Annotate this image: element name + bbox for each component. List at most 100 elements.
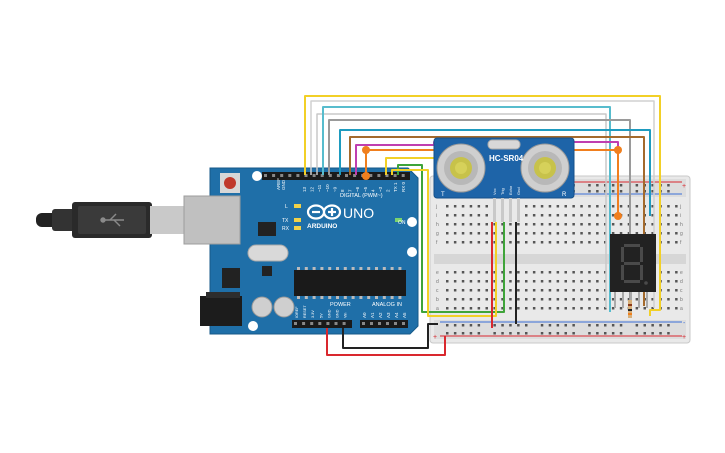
digital-pin-label: ~6	[355, 186, 360, 192]
tx-led-label: TX	[282, 218, 289, 224]
arduino-logo-icon	[306, 204, 342, 220]
wire-cyan	[322, 106, 611, 312]
digital-pin-label: TX 1	[393, 182, 398, 192]
row-letter: i	[436, 213, 437, 219]
row-letter: h	[680, 222, 683, 228]
row-letter: g	[436, 231, 439, 237]
analog-header[interactable]	[360, 320, 408, 328]
row-letter: e	[680, 270, 683, 276]
power-header[interactable]	[292, 320, 352, 328]
usb-symbol-icon	[100, 213, 124, 227]
row-letter: a	[680, 306, 683, 312]
digital-pin-label: 12	[310, 186, 315, 192]
analog-pin-label: A1	[370, 312, 375, 318]
sensor-model: HC-SR04	[489, 154, 524, 163]
row-letter: f	[436, 240, 438, 246]
digital-pin-label: RX 0	[401, 181, 406, 192]
row-letter: i	[680, 213, 681, 219]
row-letter: e	[436, 270, 439, 276]
power-pin-label: GND	[327, 309, 331, 318]
sensor-pin-label: Trig	[500, 188, 505, 195]
rail-plus-bottom: +	[682, 334, 686, 341]
row-letter: g	[680, 231, 683, 237]
wire-grey	[328, 119, 631, 308]
analog-pin-label: A0	[362, 312, 367, 318]
digital-pin-label: 8	[340, 189, 345, 192]
row-letter: j	[435, 204, 437, 210]
sensor-pin[interactable]	[509, 198, 512, 222]
rx-led-label: RX	[282, 226, 290, 232]
row-letter: c	[436, 288, 439, 294]
analog-pin-label: A4	[394, 312, 399, 318]
analog-label: ANALOG IN	[372, 302, 402, 308]
row-letter: b	[436, 297, 439, 303]
wire-green	[397, 164, 505, 313]
wire-lightgrey-1	[310, 100, 655, 308]
rail-plus-top: +	[682, 183, 686, 190]
row-letter: d	[436, 279, 439, 285]
wire-lightgrey-2	[316, 113, 607, 308]
transducer-left	[436, 143, 486, 193]
sensor-mark-r: R	[562, 192, 567, 198]
gnd-pin-label: GND	[281, 179, 286, 190]
row-letter: h	[436, 222, 439, 228]
power-pin-label: GND	[336, 309, 340, 318]
row-letter: f	[680, 240, 682, 246]
row-letter: a	[436, 306, 439, 312]
power-label: POWER	[330, 302, 351, 308]
digital-pin-label: 4	[370, 189, 375, 192]
wire-yellow-outer	[304, 95, 661, 316]
digital-pin-label: ~3	[378, 186, 383, 192]
row-letter: d	[680, 279, 683, 285]
l-led-label: L	[285, 204, 288, 210]
arduino-logo-text: ARDUINO	[307, 223, 337, 230]
digital-pin-label: ~9	[332, 186, 337, 192]
sensor-pin[interactable]	[493, 198, 496, 222]
power-pin-label: Vin	[344, 313, 348, 318]
transducer-right	[520, 143, 570, 193]
power-pin-label: 5V	[319, 313, 323, 318]
resistors	[628, 300, 632, 318]
sensor-pin-label: Vcc	[492, 188, 497, 195]
wire-brown	[349, 136, 645, 306]
reset-button[interactable]	[224, 177, 236, 189]
sensor-pin-label: Echo	[508, 185, 513, 195]
analog-pin-label: A5	[402, 312, 407, 318]
seven-segment-display[interactable]	[610, 234, 656, 308]
board-model: UNO	[343, 205, 374, 221]
digital-pin-label: ~5	[363, 186, 368, 192]
power-pin-label: 3.3V	[311, 310, 315, 318]
row-letter: j	[679, 204, 681, 210]
wire-teal	[339, 129, 651, 216]
sensor-pin-label: Gnd	[516, 187, 521, 195]
rail-minus-bottom: -	[683, 320, 686, 327]
arduino-uno-board[interactable]: L TX RX ON ARDUINO UNO DIGITAL (PWM~) PO…	[183, 167, 419, 335]
aref-pin-label: AREF	[276, 178, 281, 190]
sensor-mark-t: T	[441, 192, 445, 198]
rail-plus-left: +	[433, 334, 437, 341]
sensor-pin[interactable]	[517, 198, 520, 222]
row-letter: c	[680, 288, 683, 294]
digital-pin-label: ~10	[325, 184, 330, 192]
seven-segment-digit	[621, 244, 648, 285]
row-letter: b	[680, 297, 683, 303]
digital-pin-label: 13	[302, 186, 307, 192]
analog-pin-label: A3	[386, 312, 391, 318]
sensor-pin[interactable]	[501, 198, 504, 222]
on-led-label: ON	[398, 220, 406, 226]
wire-black-gnd	[342, 323, 438, 349]
digital-header[interactable]	[262, 172, 410, 180]
digital-pin-label: 7	[348, 189, 353, 192]
power-pin-label: RESET	[303, 305, 307, 318]
wire-red-power	[326, 328, 446, 356]
digital-pin-label: ~11	[317, 184, 322, 192]
digital-label: DIGITAL (PWM~)	[340, 193, 383, 199]
analog-pin-label: A2	[378, 312, 383, 318]
